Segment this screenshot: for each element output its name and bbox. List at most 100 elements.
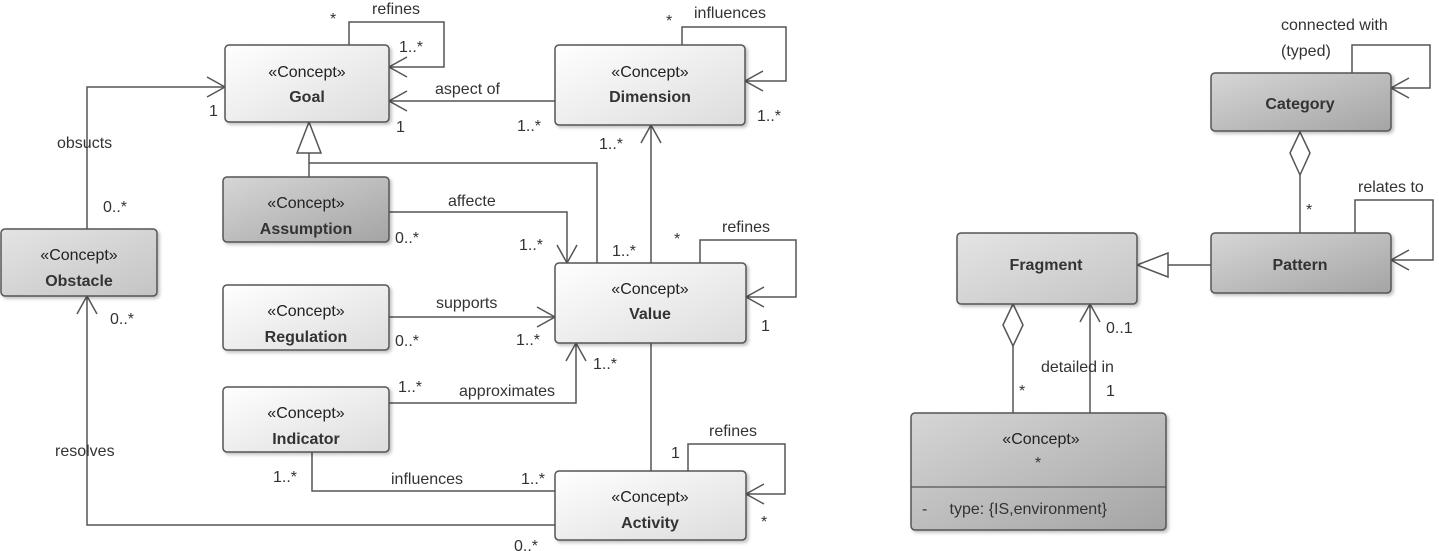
multiplicity-label: 0..* [395, 333, 419, 350]
node-star-concept: «Concept» * - type: {IS,environment} [910, 412, 1167, 531]
dimension-influences-edge [681, 26, 787, 82]
node-dimension: «Concept» Dimension [554, 44, 746, 126]
node-assumption: «Concept» Assumption [222, 176, 390, 243]
node-box [956, 232, 1138, 305]
approximates-edge [389, 343, 577, 404]
stereotype-label: «Concept» [267, 303, 344, 320]
multiplicity-label: 1 [396, 119, 405, 136]
multiplicity-label: * [1306, 202, 1312, 219]
stereotype-label: «Concept» [40, 247, 117, 264]
stereotype-label: «Concept» [611, 489, 688, 506]
multiplicity-label: * [330, 11, 336, 28]
multiplicity-label: * [666, 13, 672, 30]
class-name: Pattern [1272, 257, 1327, 274]
class-name: Activity [621, 515, 679, 532]
edge-label-activity-refines: refines [709, 423, 757, 440]
attribute-row: - type: {IS,environment} [922, 501, 1108, 518]
edge-label-approximates: approximates [459, 383, 555, 400]
multiplicity-label: 1..* [612, 243, 636, 260]
multiplicity-label: 0..* [395, 230, 419, 247]
node-box [554, 44, 746, 126]
edge-label-aspect-of: aspect of [435, 81, 500, 98]
edge-label-detailed-in: detailed in [1041, 359, 1114, 376]
class-name: Dimension [609, 89, 691, 106]
node-box [0, 228, 158, 297]
node-goal: «Concept» Goal [224, 44, 390, 123]
multiplicity-label: * [674, 231, 680, 248]
generalization-arrowhead [295, 119, 323, 154]
multiplicity-label: 1..* [516, 332, 540, 349]
multiplicity-label: 1 [1106, 383, 1115, 400]
class-name: Value [629, 306, 671, 323]
node-box [554, 262, 747, 344]
node-value: «Concept» Value [554, 262, 747, 344]
multiplicity-label: 1..* [399, 39, 423, 56]
node-category: Category [1210, 72, 1392, 132]
value-refines-edge [699, 239, 797, 298]
multiplicity-label: 1..* [398, 379, 422, 396]
class-name: Regulation [265, 329, 348, 346]
stereotype-label: «Concept» [268, 64, 345, 81]
generalization-arrowhead [1134, 251, 1169, 279]
multiplicity-label: 0..* [514, 538, 538, 551]
node-pattern: Pattern [1210, 232, 1392, 294]
class-name: Obstacle [45, 273, 113, 290]
node-indicator: «Concept» Indicator [222, 386, 390, 453]
edges [76, 21, 1434, 526]
edge-label-affecte: affecte [448, 193, 496, 210]
node-box [554, 470, 747, 541]
node-box [222, 284, 390, 351]
stereotype-label: «Concept» [267, 195, 344, 212]
class-name: * [1035, 455, 1041, 472]
class-name: Indicator [272, 431, 340, 448]
node-activity: «Concept» Activity [554, 470, 747, 541]
edge-label-supports: supports [436, 295, 497, 312]
multiplicity-label: 1..* [273, 469, 297, 486]
indicator-activity-edge [311, 452, 555, 492]
edge-label-connected-with: connected with [1281, 17, 1388, 34]
edge-label-relates-to: relates to [1358, 179, 1424, 196]
class-name: Assumption [260, 221, 352, 238]
activity-refines-edge [687, 443, 786, 495]
node-box [1210, 72, 1392, 132]
node-regulation: «Concept» Regulation [222, 284, 390, 351]
multiplicity-label: 1 [209, 103, 218, 120]
multiplicity-label: 0..* [110, 311, 134, 328]
multiplicity-label: 1..* [757, 108, 781, 125]
multiplicity-label: * [1019, 383, 1025, 400]
affecte-edge [389, 211, 568, 263]
stereotype-label: «Concept» [267, 405, 344, 422]
edge-labels: refines influences aspect of obsucts aff… [55, 1, 1424, 488]
goal-refines-edge [348, 21, 445, 68]
class-name: Category [1265, 96, 1334, 113]
node-fragment: Fragment [956, 232, 1138, 305]
multiplicity-label: 1..* [593, 356, 617, 373]
edge-label-dimension-influences: influences [694, 5, 766, 22]
multiplicity-label: 1..* [521, 471, 545, 488]
stereotype-label: «Concept» [611, 281, 688, 298]
node-box [224, 44, 390, 123]
multiplicity-label: * [761, 514, 767, 531]
aggregation-diamond [1289, 130, 1311, 177]
stereotype-label: «Concept» [1002, 431, 1079, 448]
class-name: Goal [289, 89, 325, 106]
multiplicity-label: 1 [671, 445, 680, 462]
edge-label-indicator-influences: influences [391, 471, 463, 488]
multiplicity-label: 1..* [517, 118, 541, 135]
multiplicities: * 1..* * 1..* 1 1 1..* 1..* 0..* 0..* 1.… [103, 11, 1312, 551]
multiplicity-label: 1..* [599, 136, 623, 153]
multiplicity-label: 1..* [519, 237, 543, 254]
generalization-value-edge [309, 162, 598, 263]
edge-label-typed: (typed) [1281, 43, 1331, 60]
node-obstacle: «Concept» Obstacle [0, 228, 158, 297]
node-box [910, 412, 1167, 531]
edge-label-obsucts: obsucts [57, 135, 112, 152]
class-name: Fragment [1010, 257, 1084, 274]
stereotype-label: «Concept» [611, 64, 688, 81]
multiplicity-label: 0..1 [1106, 320, 1133, 337]
edge-label-value-refines: refines [722, 219, 770, 236]
category-connected-edge [1351, 44, 1431, 89]
resolves-edge [86, 296, 555, 526]
aggregation-diamond [1002, 302, 1024, 348]
